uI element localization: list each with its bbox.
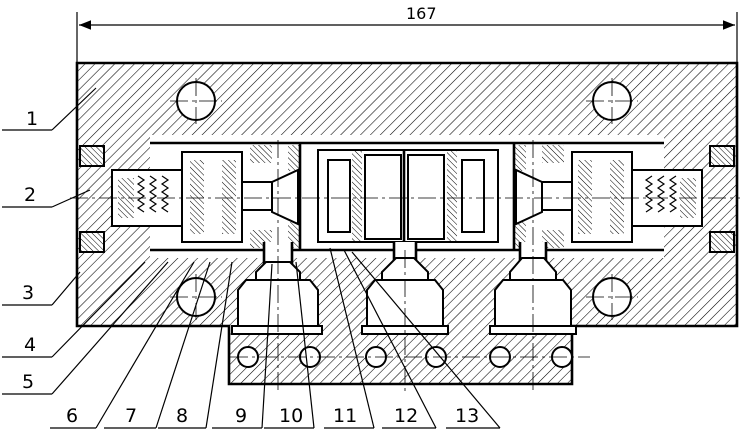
label-9: 9 bbox=[235, 405, 247, 427]
label-8: 8 bbox=[176, 405, 188, 427]
label-10: 10 bbox=[279, 405, 303, 427]
label-12: 12 bbox=[394, 405, 418, 427]
label-5: 5 bbox=[22, 371, 34, 393]
ports bbox=[231, 242, 577, 335]
left-actuator bbox=[79, 145, 300, 253]
label-2: 2 bbox=[24, 184, 36, 206]
label-11: 11 bbox=[333, 405, 357, 427]
label-13: 13 bbox=[455, 405, 479, 427]
dimension-overall-length: 167 bbox=[76, 4, 738, 62]
label-6: 6 bbox=[66, 405, 78, 427]
spool bbox=[317, 149, 499, 243]
part-labels: 1 2 3 4 5 6 7 8 9 10 bbox=[2, 87, 501, 429]
label-4: 4 bbox=[24, 334, 36, 356]
label-3: 3 bbox=[22, 282, 34, 304]
label-7: 7 bbox=[125, 405, 137, 427]
dimension-text: 167 bbox=[406, 4, 437, 23]
label-1: 1 bbox=[26, 108, 38, 130]
